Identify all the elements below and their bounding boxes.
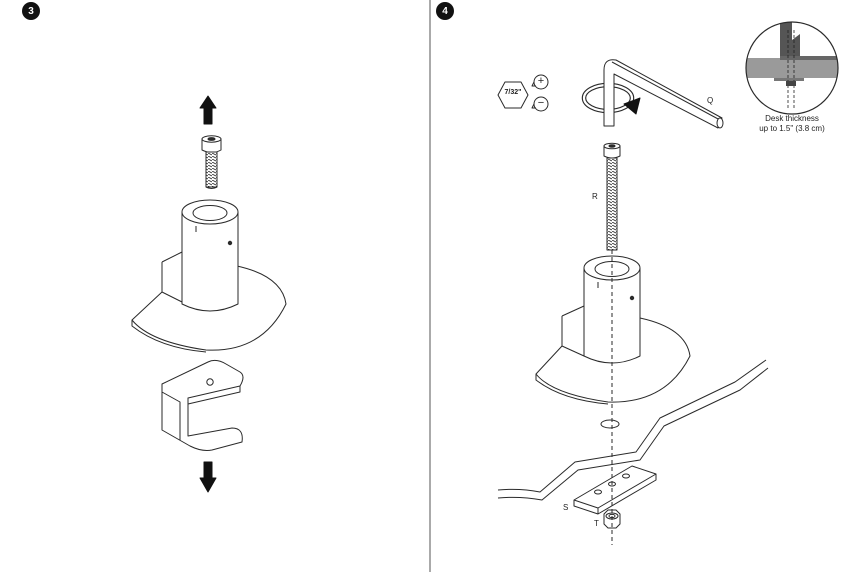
desk-thickness-inset xyxy=(745,21,839,115)
tighten-icon xyxy=(531,74,549,90)
plate-s xyxy=(573,465,657,515)
hex-size-label: 7/32" xyxy=(504,89,522,96)
clamp-base-step4 xyxy=(535,255,691,405)
loosen-icon xyxy=(531,96,549,112)
part-label-t: T xyxy=(594,519,599,528)
up-arrow-icon xyxy=(199,95,217,125)
part-label-r: R xyxy=(592,192,598,201)
step-3-badge: 3 xyxy=(22,2,40,20)
down-arrow-icon xyxy=(199,461,217,493)
step-4-badge: 4 xyxy=(436,2,454,20)
minus-sign: − xyxy=(537,97,545,109)
step-4-illustration xyxy=(497,59,769,545)
plus-sign: + xyxy=(537,75,545,87)
desk-thickness-line-2: up to 1.5" (3.8 cm) xyxy=(759,124,825,133)
clamp-base xyxy=(131,199,287,353)
desk-thickness-caption: Desk thickness up to 1.5" (3.8 cm) xyxy=(742,114,842,134)
step-3-illustration xyxy=(131,95,287,493)
cap-screw xyxy=(201,135,222,189)
part-label-q: Q xyxy=(707,96,714,105)
desk-surface xyxy=(497,359,769,501)
hex-key-q xyxy=(603,59,724,129)
hex-key-icon xyxy=(497,81,529,109)
c-bracket xyxy=(161,359,244,451)
desk-thickness-line-1: Desk thickness xyxy=(765,114,819,123)
part-label-s: S xyxy=(563,503,569,512)
bolt-r xyxy=(603,142,621,251)
